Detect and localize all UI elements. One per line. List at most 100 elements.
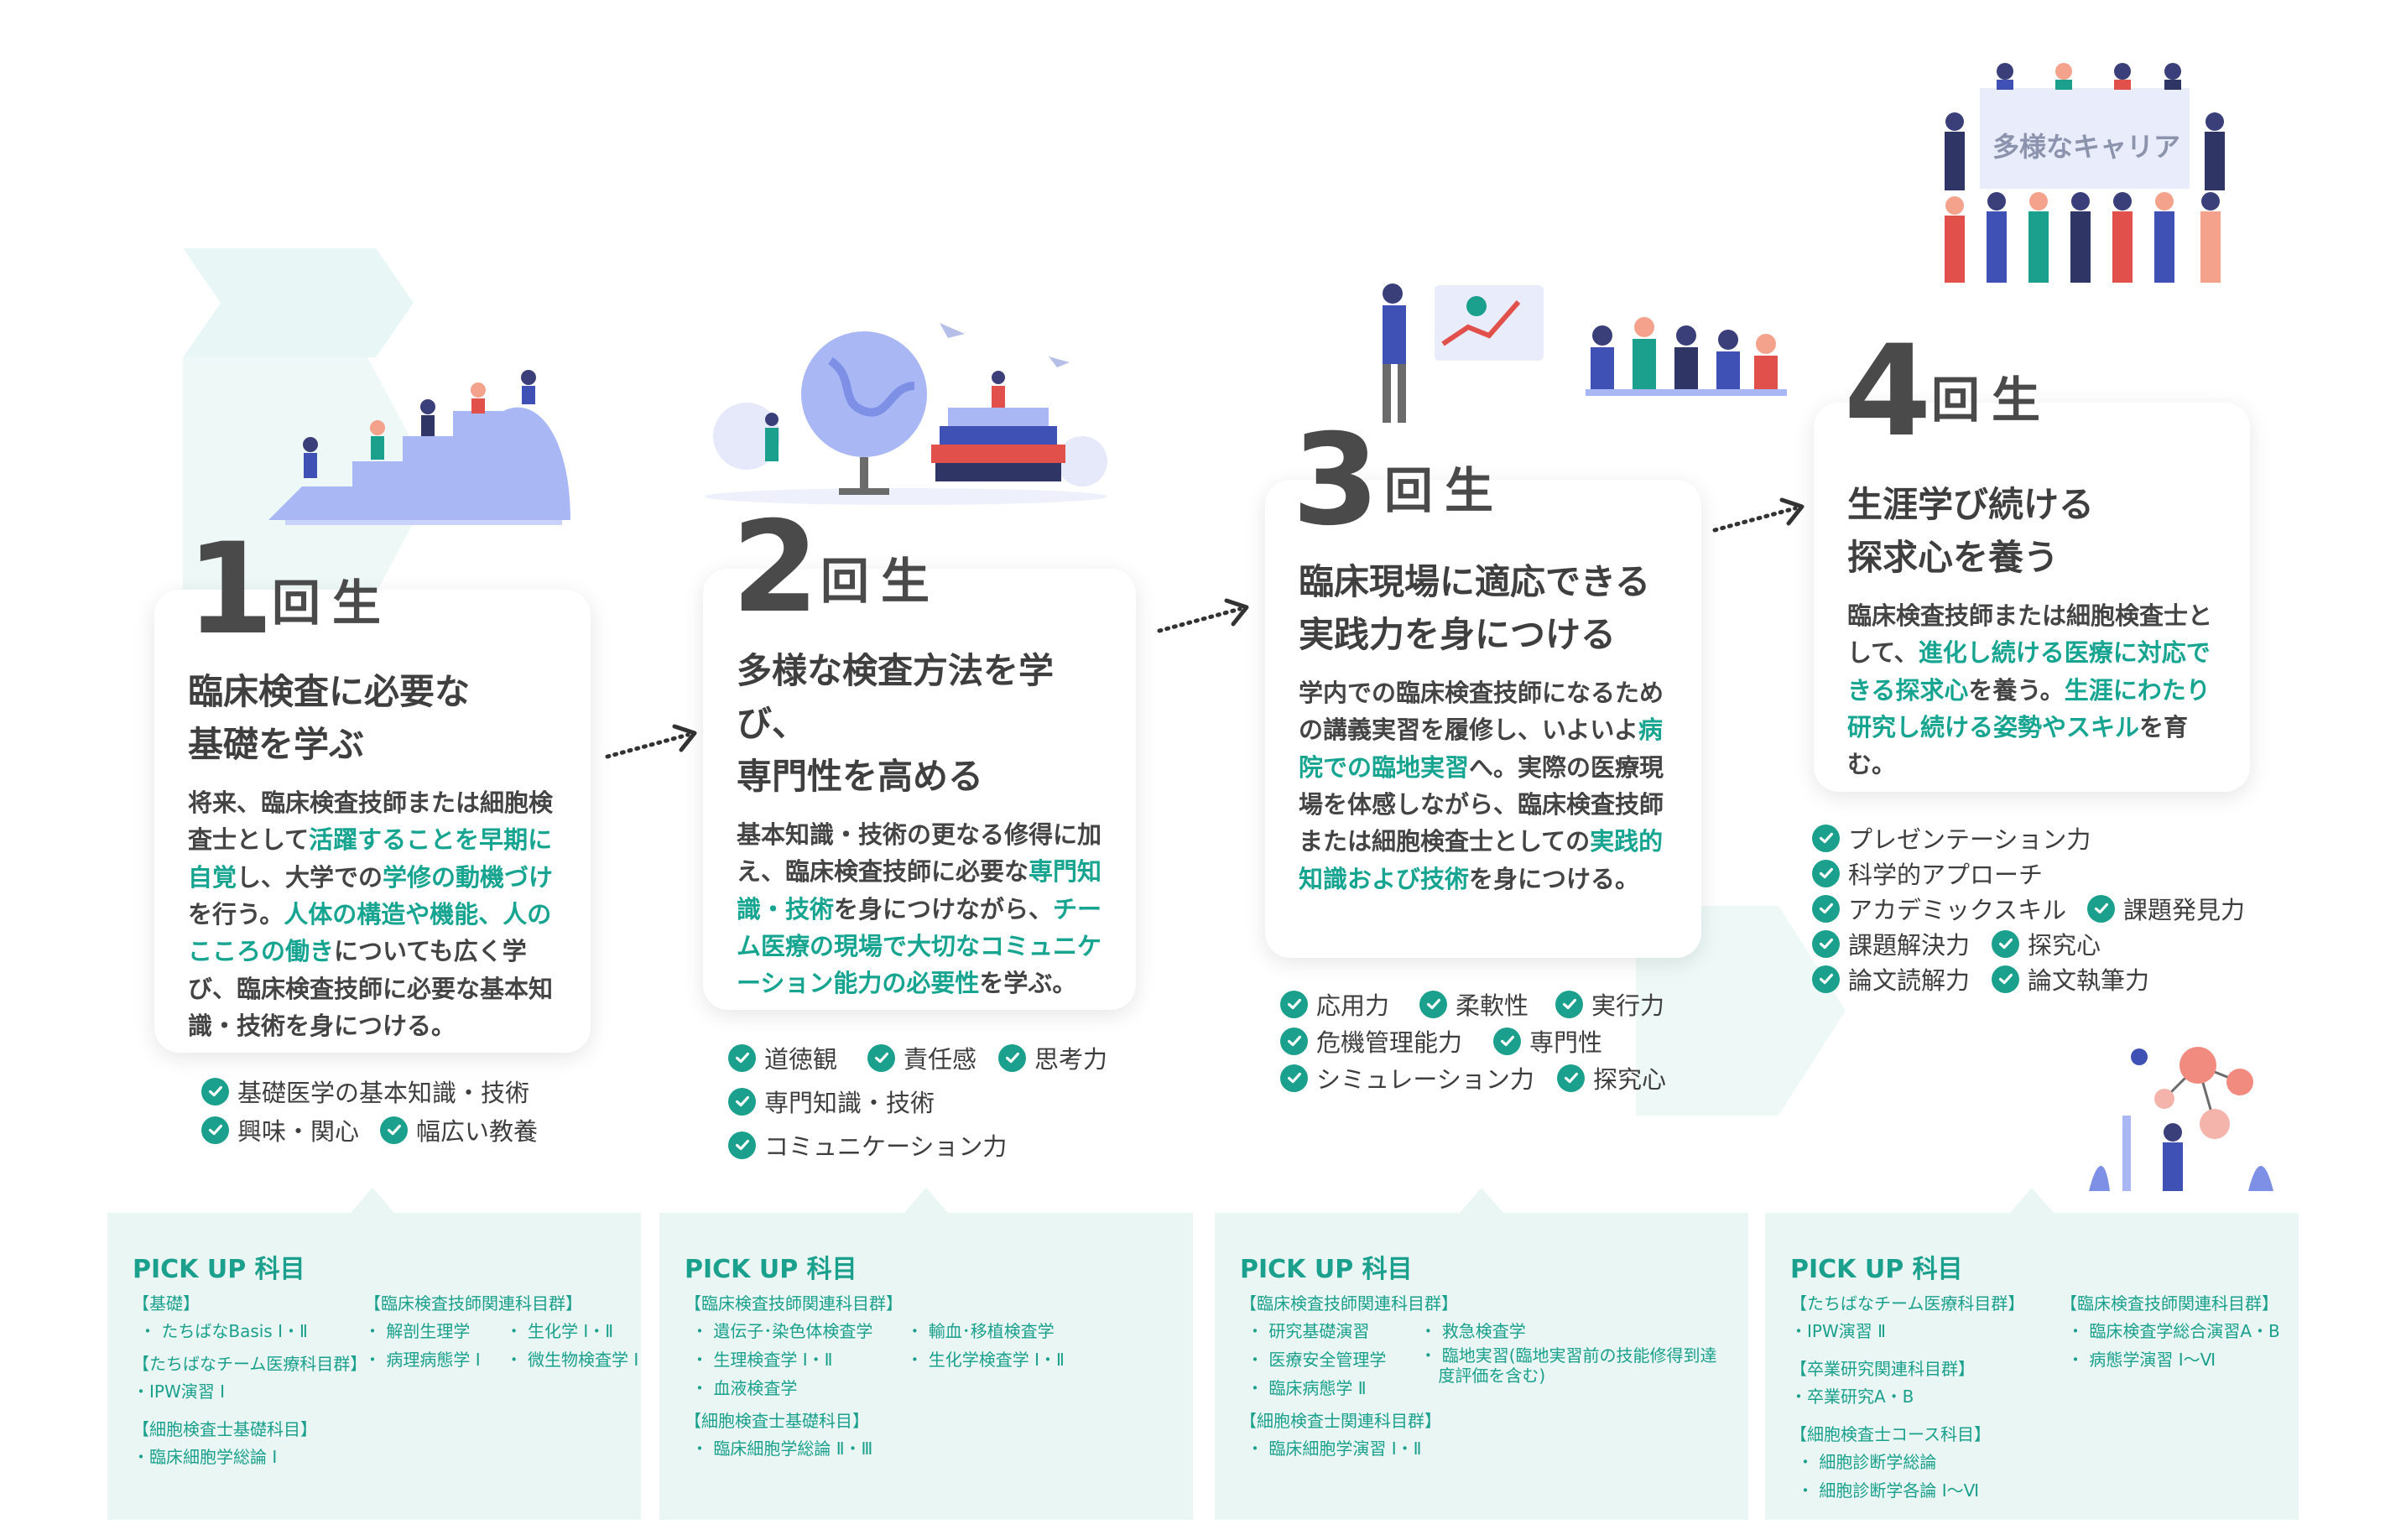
skill-item: 論文執筆力: [1992, 961, 2149, 996]
year3-title: 臨床現場に適応できる実践力を身につける: [1299, 561, 1651, 655]
pickup-group-heading: 【細胞検査士コース科目】: [1790, 1424, 1991, 1444]
skill-item: 思考力: [998, 1040, 1107, 1075]
pickup-item: ・ 医療安全管理学: [1247, 1350, 1387, 1370]
skill-item: プレゼンテーション力: [1812, 820, 2091, 856]
check-icon: [1280, 1027, 1308, 1055]
pickup-group-heading: 【卒業研究関連科目群】: [1790, 1359, 1975, 1379]
pickup-panel-year4: PICK UP 科目 【たちばなチーム医療科目群】 ・IPW演習 Ⅱ 【卒業研究…: [1765, 1188, 2299, 1520]
check-icon: [2087, 894, 2115, 923]
pickup-item: ・ 病理病態学 Ⅰ: [364, 1350, 481, 1370]
pickup-item: ・ 解剖生理学: [364, 1321, 471, 1341]
year2-body: 基本知識・技術の更なる修得に加え、臨床検査技師に必要な専門知識・技術を身につけな…: [737, 820, 1102, 998]
check-icon: [728, 1131, 756, 1159]
pickup-group-heading: 【たちばなチーム医療科目群】: [133, 1354, 367, 1374]
check-icon: [1280, 990, 1308, 1018]
pickup-item: ・ 研究基礎演習: [1247, 1321, 1370, 1341]
check-icon: [1557, 1064, 1585, 1092]
pickup-item: ・ 臨床細胞学総論 Ⅱ・Ⅲ: [691, 1439, 873, 1459]
decor-chevron-mid: [1636, 906, 1846, 1116]
pickup-item: ・ 微生物検査学 Ⅰ: [505, 1350, 639, 1370]
study-illustration: [268, 370, 570, 525]
pickup-group-heading: 【細胞検査士基礎科目】: [133, 1419, 317, 1439]
check-icon: [201, 1077, 229, 1106]
pickup-panel-year3: PICK UP 科目 【臨床検査技師関連科目群】 ・ 研究基礎演習 ・ 医療安全…: [1215, 1188, 1748, 1520]
pickup-group-heading: 【臨床検査技師関連科目群】: [2060, 1293, 2278, 1314]
skill-item: 論文読解力: [1812, 961, 1970, 996]
year3-card: 臨床現場に適応できる実践力を身につける 学内での臨床検査技師になるための講義実習…: [1265, 480, 1701, 958]
skill-item: 道徳観: [728, 1040, 837, 1075]
pickup-item: ・ 生化学 Ⅰ・Ⅱ: [505, 1321, 614, 1341]
skill-item: 興味・関心: [201, 1112, 359, 1147]
check-icon: [1992, 929, 2019, 958]
skill-item: 責任感: [867, 1040, 976, 1075]
skill-item: 実行力: [1555, 986, 1664, 1022]
pickup-title: PICK UP 科目: [1240, 1255, 1413, 1284]
pickup-item: ・IPW演習 Ⅱ: [1790, 1321, 1886, 1341]
pickup-group-heading: 【細胞検査士関連科目群】: [1240, 1411, 1441, 1431]
year3-body: 学内での臨床検査技師になるための講義実習を履修し、いよいよ病院での臨地実習へ。実…: [1299, 679, 1664, 893]
pickup-title: PICK UP 科目: [1790, 1255, 1963, 1284]
pickup-item: ・ 臨地実習(臨地実習前の技能修得到達: [1419, 1345, 1717, 1366]
year4-card: 生涯学び続ける探求心を養う 臨床検査技師または細胞検査士として、進化し続ける医療…: [1814, 403, 2250, 792]
skill-item: 課題解決力: [1812, 926, 1970, 961]
skill-item: 課題発見力: [2087, 891, 2245, 926]
check-icon: [728, 1043, 756, 1072]
pickup-group-heading: 【基礎】: [133, 1293, 200, 1314]
decor-chevron-top: [183, 248, 414, 357]
check-icon: [867, 1043, 895, 1072]
pickup-item: ・IPW演習 Ⅰ: [133, 1381, 225, 1402]
dotted-arrow-icon: [1712, 497, 1804, 533]
pickup-group-heading: 【たちばなチーム医療科目群】: [1790, 1293, 2025, 1314]
check-icon: [1493, 1027, 1521, 1055]
pickup-item: ・ 細胞診断学各論 Ⅰ〜Ⅵ: [1797, 1480, 1980, 1501]
skill-item: 科学的アプローチ: [1812, 856, 2043, 891]
pickup-group-heading: 【細胞検査士基礎科目】: [685, 1411, 869, 1431]
pickup-item: ・ 臨床検査学総合演習A・B: [2067, 1321, 2280, 1341]
check-icon: [1419, 990, 1447, 1018]
dotted-arrow-icon: [1157, 598, 1249, 633]
pickup-group-heading: 【臨床検査技師関連科目群】: [364, 1293, 582, 1314]
check-icon: [1812, 929, 1840, 958]
career-sign-text: 多様なキャリア: [1992, 131, 2181, 163]
year4-suffix: 回生: [1931, 372, 2053, 429]
check-icon: [201, 1116, 229, 1144]
skill-item: 探究心: [1557, 1060, 1666, 1095]
pickup-item: ・ 生化学検査学 Ⅰ・Ⅱ: [906, 1350, 1065, 1370]
pickup-group-heading: 【臨床検査技師関連科目群】: [685, 1293, 903, 1314]
skill-item: コミュニケーション力: [728, 1127, 1007, 1163]
year1-card: 臨床検査に必要な基礎を学ぶ 将来、臨床検査技師または細胞検査士として活躍すること…: [154, 590, 591, 1053]
pickup-item: ・ たちばなBasis Ⅰ・Ⅱ: [139, 1321, 308, 1341]
skill-item: 柔軟性: [1419, 986, 1528, 1022]
check-icon: [998, 1043, 1026, 1072]
pickup-title: PICK UP 科目: [133, 1255, 305, 1284]
skill-item: 幅広い教養: [380, 1112, 538, 1147]
research-illustration: [2089, 1047, 2273, 1191]
check-icon: [1992, 965, 2019, 993]
dotted-arrow-icon: [605, 724, 697, 759]
pickup-panel-year1: PICK UP 科目 【基礎】 ・ たちばなBasis Ⅰ・Ⅱ 【たちばなチーム…: [107, 1188, 641, 1520]
year2-title: 多様な検査方法を学び、専門性を高める: [737, 650, 1055, 797]
year1-title: 臨床検査に必要な基礎を学ぶ: [188, 671, 471, 765]
pickup-item: ・ 生理検査学 Ⅰ・Ⅱ: [691, 1350, 833, 1370]
check-icon: [1812, 894, 1840, 923]
year3-number: 3: [1292, 408, 1380, 554]
skill-item: 基礎医学の基本知識・技術: [201, 1074, 529, 1109]
pickup-group-heading: 【臨床検査技師関連科目群】: [1240, 1293, 1458, 1314]
year2-suffix: 回生: [820, 553, 942, 610]
pickup-item: ・ 病態学演習 Ⅰ〜Ⅵ: [2067, 1350, 2216, 1370]
year4-body: 臨床検査技師または細胞検査士として、進化し続ける医療に対応できる探求心を養う。生…: [1847, 601, 2213, 779]
skill-item: 専門知識・技術: [728, 1084, 935, 1119]
year4-number: 4: [1844, 319, 1932, 465]
year3-suffix: 回生: [1384, 462, 1506, 519]
pickup-item: ・ 救急検査学: [1419, 1321, 1526, 1341]
pickup-item: ・臨床細胞学総論 Ⅰ: [133, 1447, 278, 1467]
pickup-title: PICK UP 科目: [685, 1255, 857, 1284]
skill-item: シミュレーション力: [1280, 1060, 1534, 1095]
pickup-item: ・ 血液検査学: [691, 1378, 798, 1398]
year2-number: 2: [732, 495, 820, 641]
check-icon: [1280, 1064, 1308, 1092]
skill-item: 応用力: [1280, 986, 1389, 1022]
check-icon: [1812, 965, 1840, 993]
skill-item: アカデミックスキル: [1812, 891, 2066, 926]
year2-card: 多様な検査方法を学び、専門性を高める 基本知識・技術の更なる修得に加え、臨床検査…: [703, 569, 1136, 1010]
